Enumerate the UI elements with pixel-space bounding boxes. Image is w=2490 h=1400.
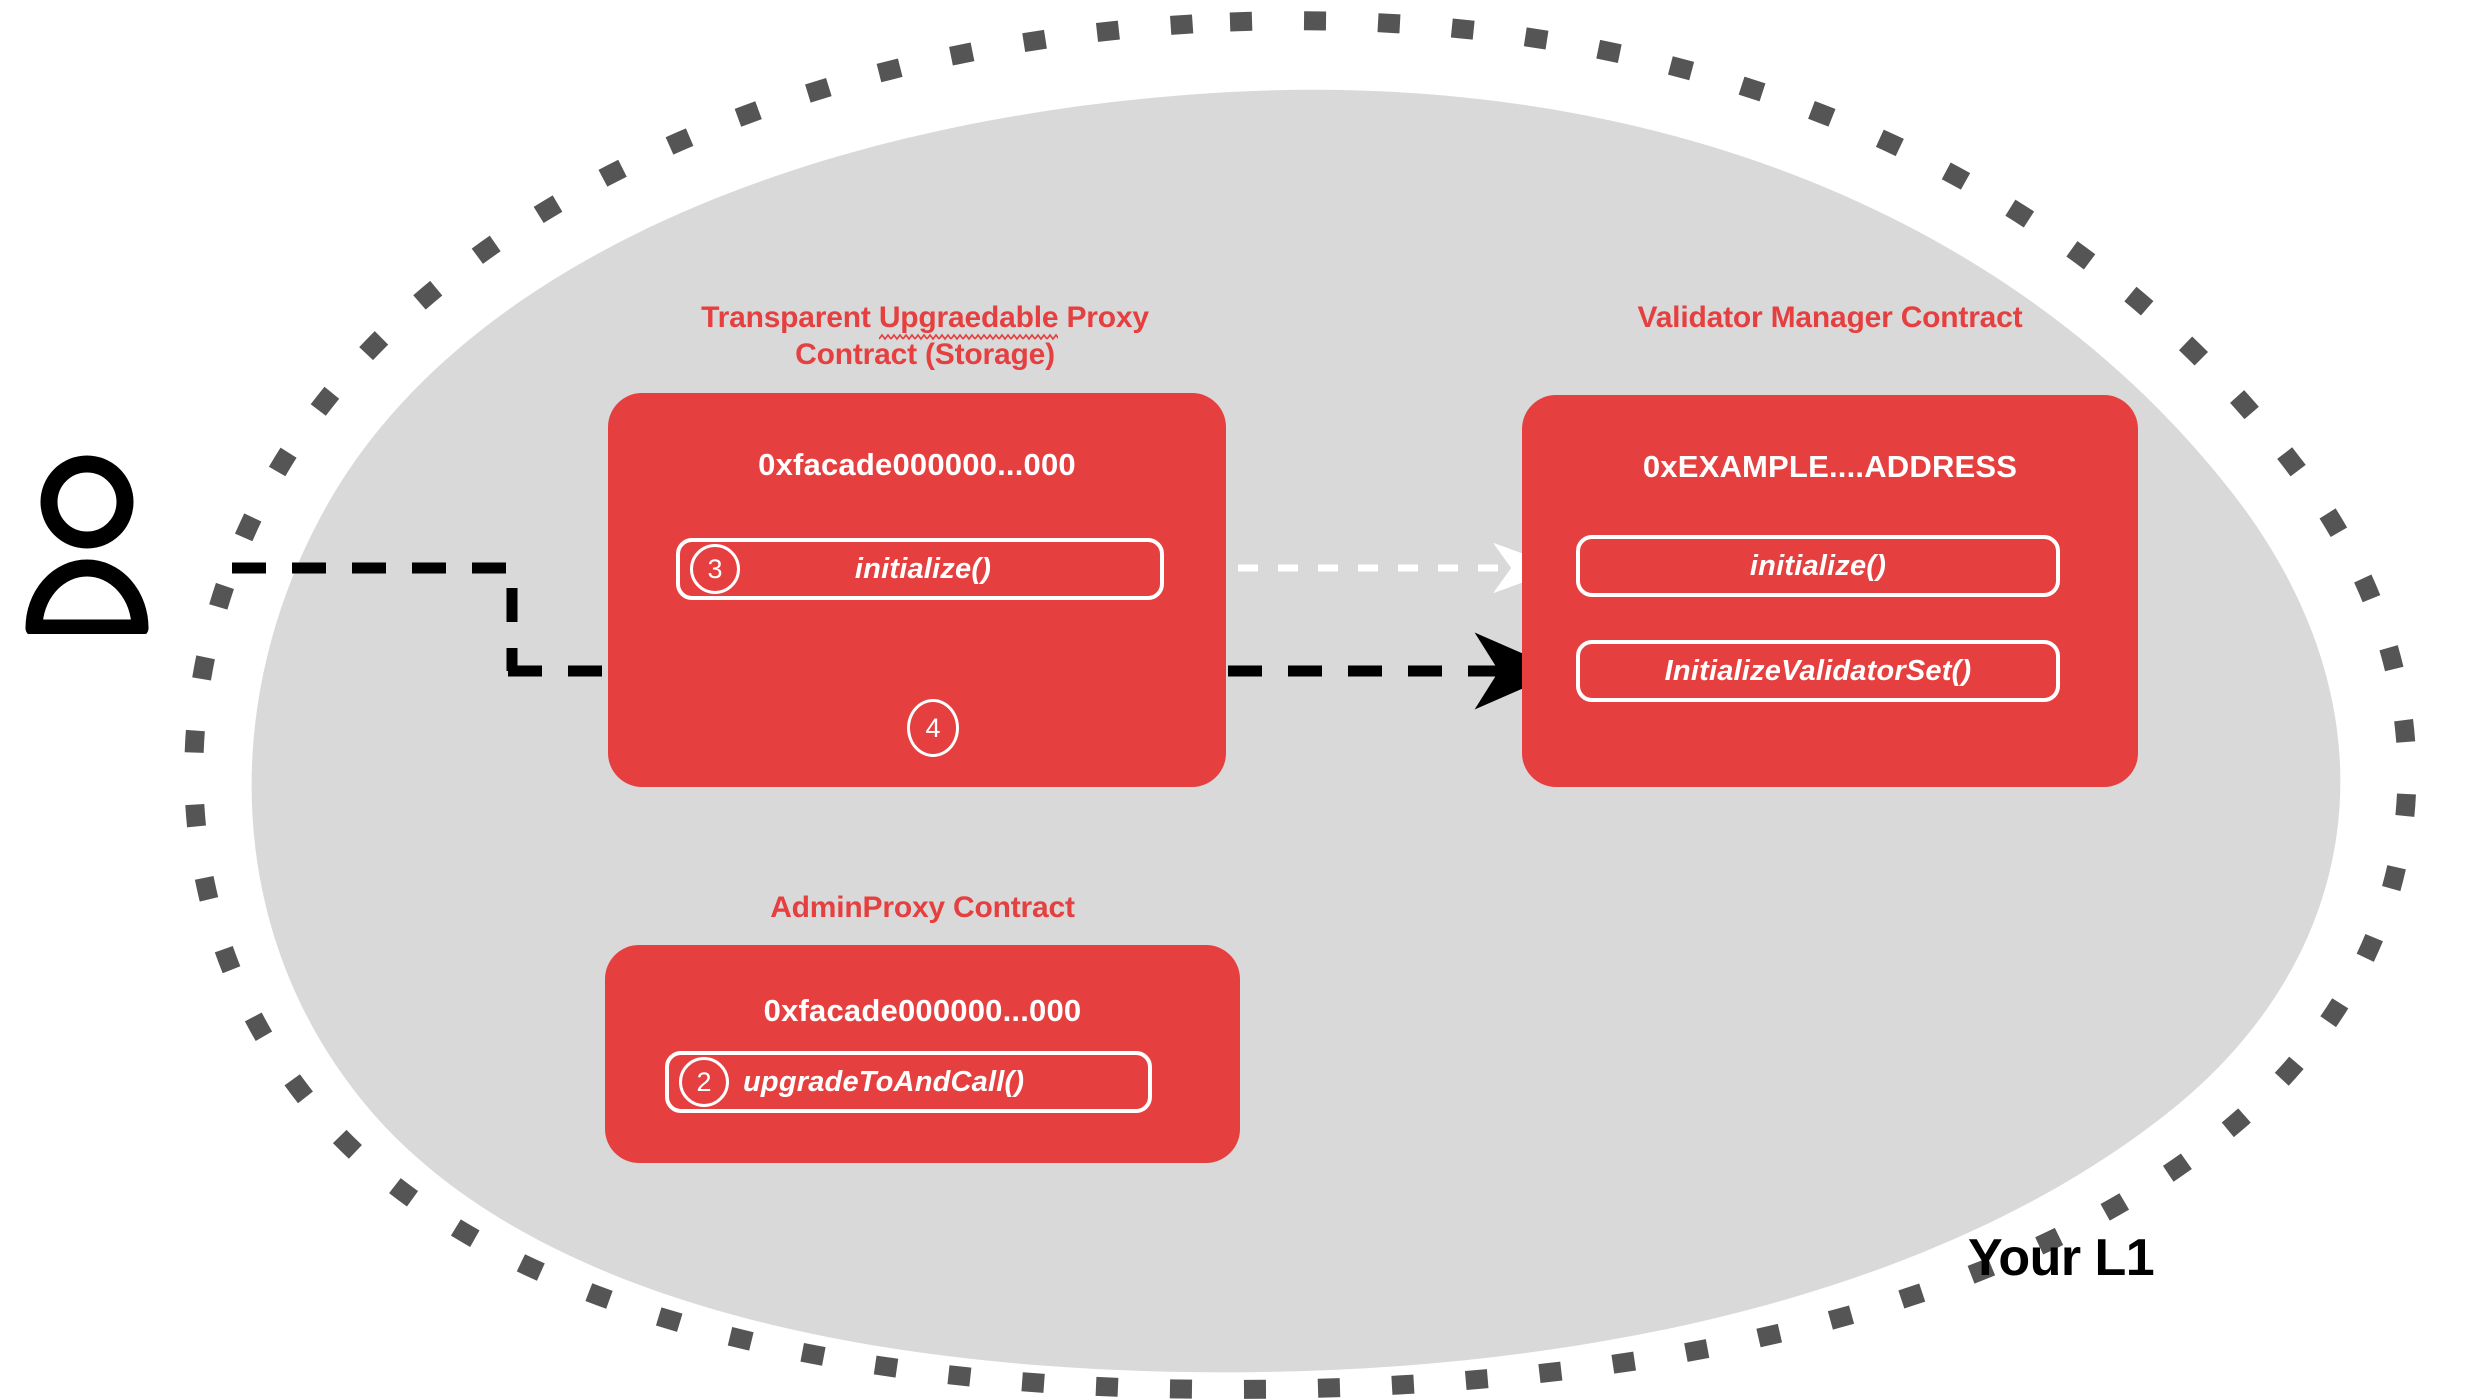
admin-proxy-method-upgrade-to-and-call[interactable]: 2 upgradeToAndCall() <box>665 1051 1152 1113</box>
transparent-proxy-method-initialize-label: initialize() <box>854 552 992 585</box>
validator-manager-node[interactable]: 0xEXAMPLE....ADDRESS initialize() Initia… <box>1522 395 2138 787</box>
validator-manager-method-initialize-validator-set-label: InitializeValidatorSet() <box>1664 654 1972 687</box>
transparent-proxy-node[interactable]: 0xfacade000000...000 3 initialize() 4 <box>608 393 1226 787</box>
validator-manager-method-initialize[interactable]: initialize() <box>1576 535 2060 597</box>
validator-manager-method-initialize-label: initialize() <box>1749 549 1887 582</box>
transparent-proxy-title-post: Proxy <box>1058 301 1149 334</box>
transparent-proxy-title-misspelling: Upgraedable <box>878 300 1059 341</box>
admin-proxy-address: 0xfacade000000...000 <box>763 993 1082 1028</box>
transparent-proxy-title-line2: Contract (Storage) <box>795 337 1055 371</box>
admin-proxy-title: AdminProxy Contract <box>770 891 1075 924</box>
transparent-proxy-address: 0xfacade000000...000 <box>758 447 1076 482</box>
validator-manager-title: Validator Manager Contract <box>1637 301 2023 334</box>
step-badge-3: 3 <box>690 544 740 594</box>
step-badge-2: 2 <box>679 1057 729 1107</box>
admin-proxy-method-upgrade-to-and-call-label: upgradeToAndCall() <box>743 1065 1025 1098</box>
person-icon <box>25 455 149 634</box>
region-label: Your L1 <box>1968 1229 2155 1287</box>
admin-proxy-node[interactable]: 0xfacade000000...000 2 upgradeToAndCall(… <box>605 945 1240 1163</box>
transparent-proxy-method-initialize[interactable]: 3 initialize() <box>676 538 1164 600</box>
validator-manager-method-initialize-validator-set[interactable]: InitializeValidatorSet() <box>1576 640 2060 702</box>
validator-manager-address: 0xEXAMPLE....ADDRESS <box>1642 449 2018 484</box>
transparent-proxy-title-pre: Transparent <box>701 301 879 334</box>
step-badge-4: 4 <box>907 699 959 757</box>
transparent-proxy-title: Transparent Upgraedable Proxy Contract (… <box>620 300 1230 373</box>
